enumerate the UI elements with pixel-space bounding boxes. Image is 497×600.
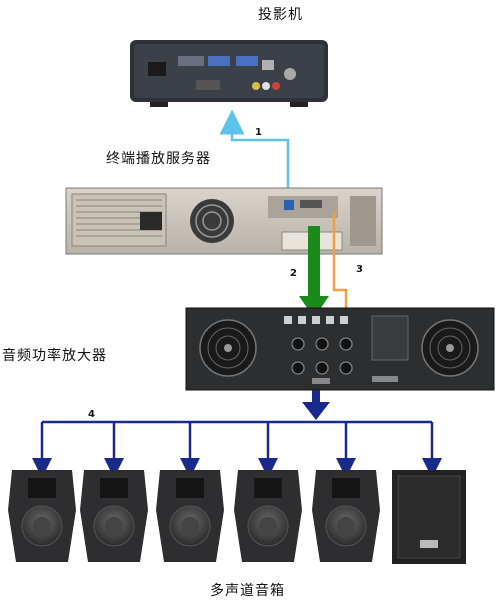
speaker-icon [80, 470, 148, 562]
connection-4-label: 4 [88, 409, 95, 420]
projector-icon [130, 40, 328, 107]
speaker-icon [8, 470, 76, 562]
connection-1-cable [219, 109, 290, 200]
projector-label: 投影机 [258, 7, 303, 23]
amplifier-label: 音频功率放大器 [2, 348, 107, 364]
subwoofer-icon [392, 470, 466, 564]
connection-2-label: 2 [290, 268, 297, 279]
connection-3-label: 3 [356, 264, 363, 275]
amplifier-output-arrow [302, 390, 330, 420]
connection-1-label: 1 [255, 127, 262, 138]
speaker-icon [312, 470, 380, 562]
speaker-icon [234, 470, 302, 562]
speaker-icon [156, 470, 224, 562]
amplifier-icon [185, 307, 495, 391]
connection-3-cable [332, 212, 348, 312]
server-icon [65, 187, 383, 255]
server-label: 终端播放服务器 [106, 151, 211, 167]
connection-4-bus [32, 420, 442, 478]
connection-2-arrow [299, 226, 329, 318]
speakers-label: 多声道音箱 [210, 583, 285, 599]
